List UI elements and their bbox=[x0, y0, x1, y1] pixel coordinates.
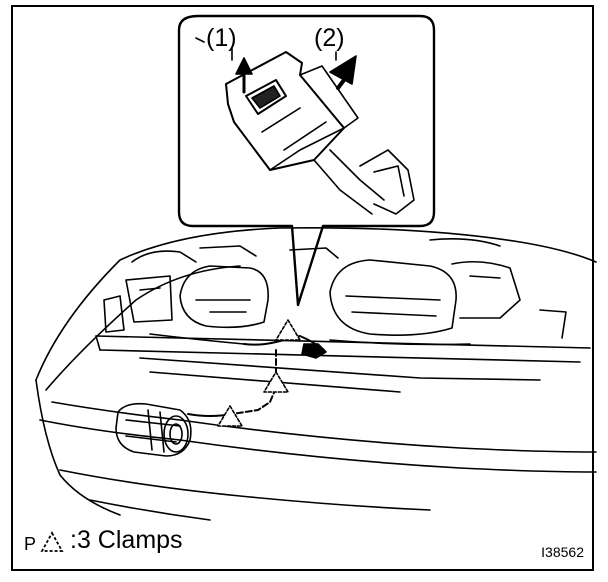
clamp-triangle-icon bbox=[40, 531, 64, 552]
clamp-marker-1 bbox=[275, 319, 301, 341]
callout-step-2: (2) bbox=[314, 24, 345, 52]
legend-text: :3 Clamps bbox=[70, 526, 183, 554]
wire-harness bbox=[187, 335, 327, 417]
callout-step-1: (1) bbox=[206, 24, 237, 52]
engine-components bbox=[103, 238, 567, 346]
vehicle-body-outline bbox=[35, 226, 597, 521]
detail-callout-box bbox=[177, 14, 436, 307]
horn bbox=[115, 402, 192, 457]
clamp-marker-2 bbox=[263, 371, 289, 393]
legend-prefix: P bbox=[24, 534, 37, 554]
illustration-frame bbox=[11, 5, 594, 571]
legend: P :3 Clamps bbox=[24, 525, 183, 555]
figure-id: I38562 bbox=[541, 544, 584, 560]
clamp-marker-3 bbox=[217, 405, 243, 427]
